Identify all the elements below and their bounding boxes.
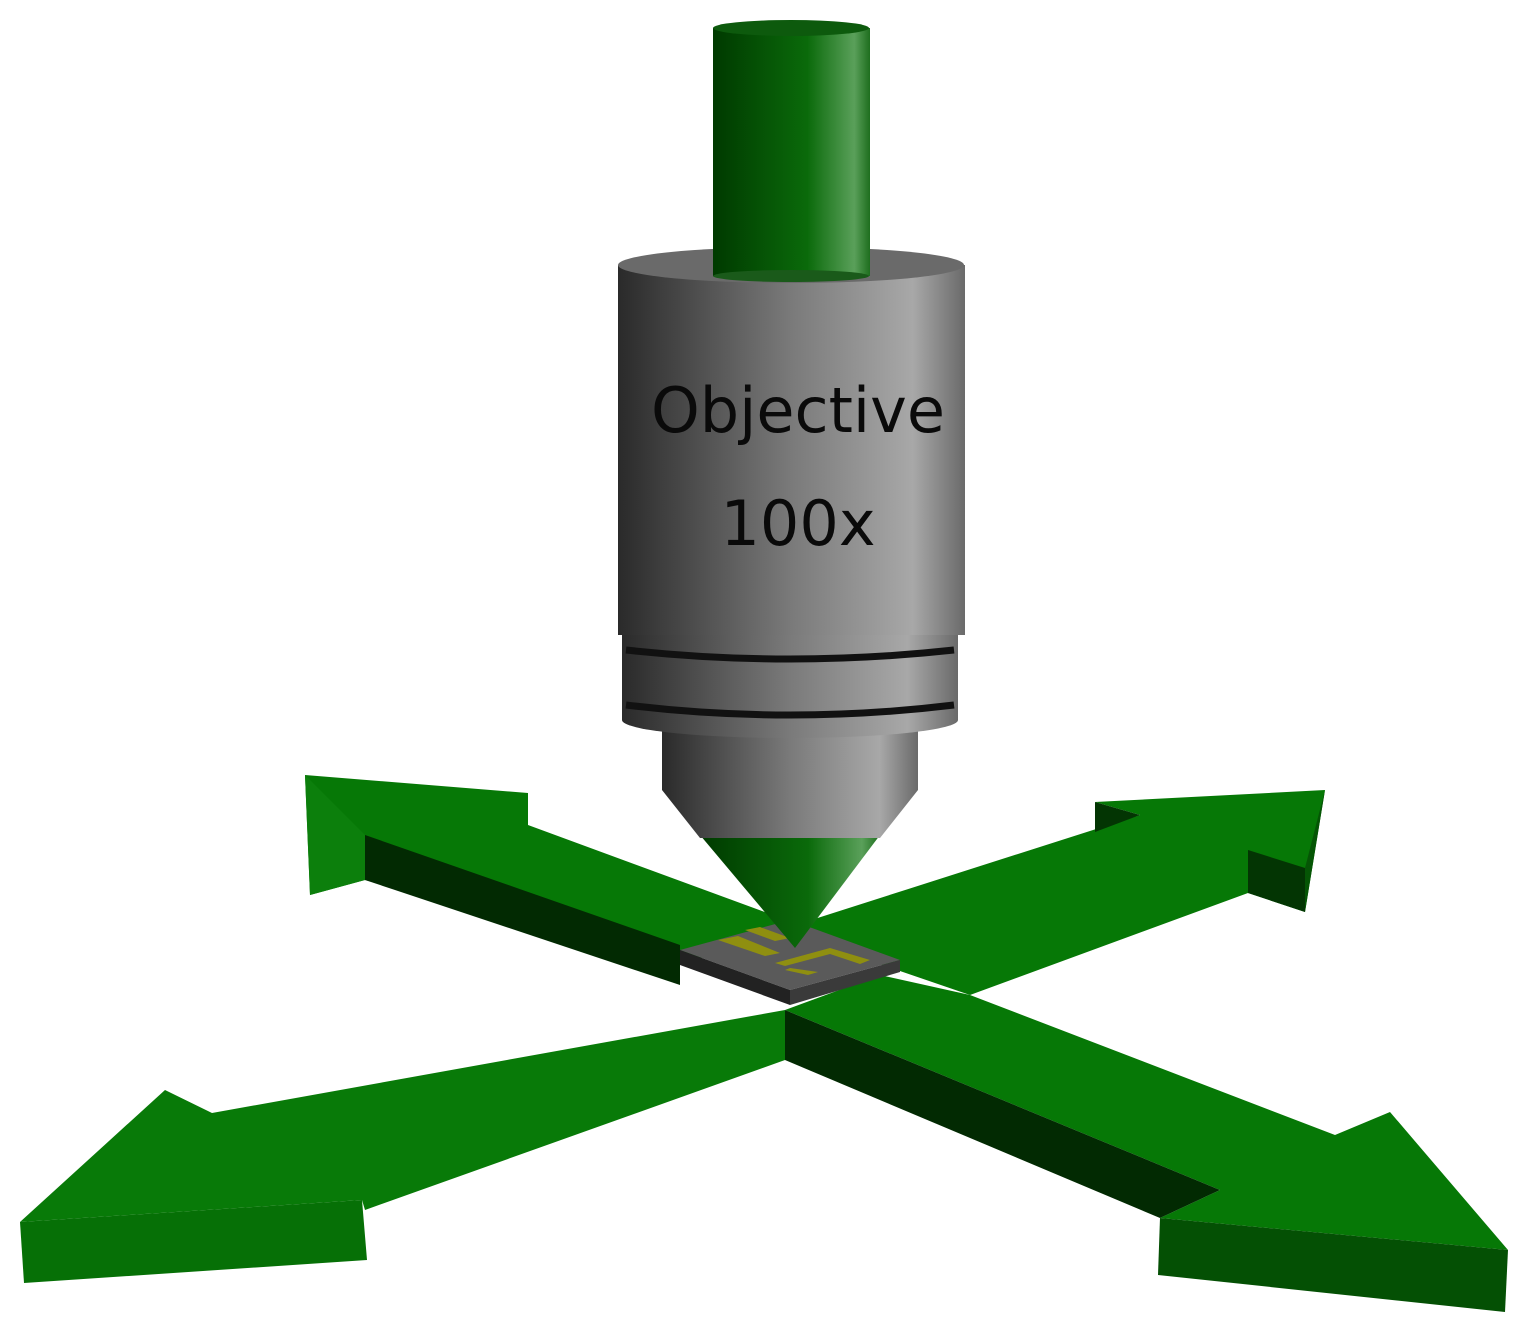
electrodes: [718, 927, 870, 975]
arrow-front-left: [20, 1010, 785, 1283]
objective: Objective 100x: [618, 20, 965, 948]
objective-body: [618, 265, 965, 635]
objective-tip: [700, 835, 880, 948]
objective-tube: [713, 28, 870, 276]
arrow-back-left: [305, 775, 800, 985]
objective-label: Objective: [651, 374, 945, 447]
arrow-back-right: [780, 790, 1325, 995]
sample-chip: [680, 920, 900, 1005]
arrow-front-right: [785, 975, 1508, 1312]
magnification-label: 100x: [720, 487, 875, 560]
